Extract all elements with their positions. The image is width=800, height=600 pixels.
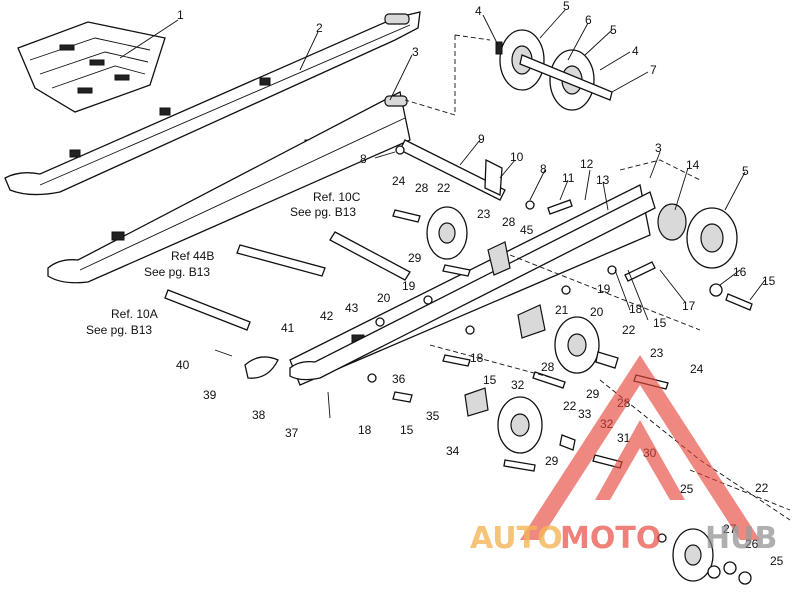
middle-wheels [426, 206, 714, 582]
watermark-triangle [520, 355, 760, 540]
label-45: 45 [520, 223, 534, 237]
label-16: 16 [733, 265, 747, 279]
label-17: 17 [682, 299, 696, 313]
ref-10c-page: See pg. B13 [290, 205, 356, 219]
watermark-text-moto: MOTO [560, 521, 661, 556]
reference-shafts [164, 231, 411, 331]
label-34: 34 [446, 444, 460, 458]
label-3: 3 [655, 141, 662, 155]
label-29: 29 [586, 387, 600, 401]
label-19: 19 [402, 279, 416, 293]
label-22: 22 [437, 181, 451, 195]
label-28: 28 [415, 181, 429, 195]
label-13: 13 [596, 173, 610, 187]
top-idler-wheels [495, 29, 613, 111]
label-20: 20 [590, 305, 604, 319]
ref-44b-title: Ref 44B [171, 249, 214, 263]
label-32: 32 [511, 378, 525, 392]
label-23: 23 [477, 207, 491, 221]
ref-10c-title: Ref. 10C [313, 190, 361, 204]
label-38: 38 [252, 408, 266, 422]
label-40: 40 [176, 358, 190, 372]
label-20: 20 [377, 291, 391, 305]
label-18: 18 [629, 302, 643, 316]
watermark-text-hub: HUB [705, 521, 777, 556]
label-14: 14 [686, 158, 700, 172]
label-35: 35 [426, 409, 440, 423]
label-23: 23 [650, 346, 664, 360]
watermark-text-auto: AUTO [470, 521, 563, 556]
label-7: 7 [650, 63, 657, 77]
label-15: 15 [400, 423, 414, 437]
ref-10a-title: Ref. 10A [111, 307, 158, 321]
label-3: 3 [412, 45, 419, 59]
automotohub-watermark: AUTO MOTO HUB [470, 355, 777, 556]
label-4: 4 [475, 4, 482, 18]
ref-44b-page: See pg. B13 [144, 265, 210, 279]
label-39: 39 [203, 388, 217, 402]
label-8: 8 [360, 152, 367, 166]
label-12: 12 [580, 157, 594, 171]
label-24: 24 [392, 174, 406, 188]
label-8: 8 [540, 162, 547, 176]
label-25: 25 [770, 554, 784, 568]
label-15: 15 [483, 373, 497, 387]
label-19: 19 [597, 282, 611, 296]
label-37: 37 [285, 426, 299, 440]
label-43: 43 [345, 301, 359, 315]
label-6: 6 [585, 13, 592, 27]
label-5: 5 [742, 164, 749, 178]
label-18: 18 [358, 423, 372, 437]
label-29: 29 [408, 251, 422, 265]
label-41: 41 [281, 321, 295, 335]
label-1: 1 [177, 8, 184, 22]
label-11: 11 [562, 171, 575, 185]
label-24: 24 [690, 362, 704, 376]
label-10: 10 [510, 150, 524, 164]
part-38-lower-rail [289, 191, 656, 381]
label-33: 33 [578, 407, 592, 421]
label-22: 22 [563, 399, 577, 413]
label-18: 18 [470, 351, 484, 365]
label-21: 21 [555, 303, 569, 317]
label-5: 5 [610, 23, 617, 37]
label-15: 15 [762, 274, 776, 288]
label-31: 31 [617, 431, 631, 445]
label-26: 26 [745, 537, 759, 551]
label-42: 42 [320, 309, 334, 323]
label-25: 25 [680, 482, 694, 496]
label-22: 22 [622, 323, 636, 337]
label-36: 36 [392, 372, 406, 386]
label-9: 9 [478, 132, 485, 146]
leader-lines [119, 9, 766, 321]
right-idler-wheel [657, 203, 753, 311]
label-4: 4 [632, 44, 639, 58]
label-28: 28 [502, 215, 516, 229]
label-2: 2 [316, 21, 323, 35]
label-22: 22 [755, 481, 769, 495]
ref-10a-page: See pg. B13 [86, 323, 152, 337]
watermark-inner-triangle [595, 420, 685, 500]
label-15: 15 [653, 316, 667, 330]
label-29: 29 [545, 454, 559, 468]
label-5: 5 [563, 0, 570, 13]
part-1-wear-mat [17, 21, 166, 113]
reference-notes: Ref. 10C See pg. B13 Ref 44B See pg. B13… [86, 190, 361, 337]
label-28: 28 [541, 360, 555, 374]
